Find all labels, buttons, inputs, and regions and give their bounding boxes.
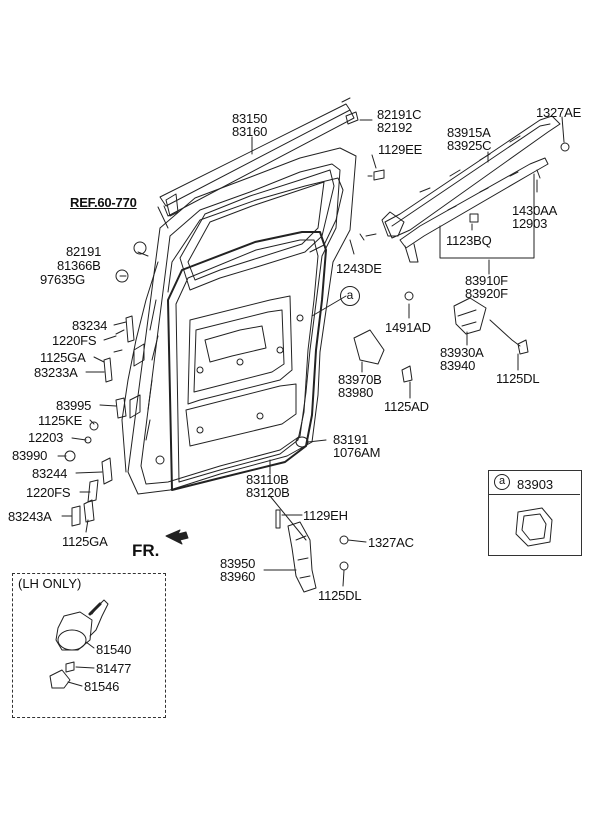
part-1129eh: 1129EH bbox=[303, 508, 348, 523]
legend-callout-a: a bbox=[494, 474, 510, 490]
legend-header bbox=[488, 470, 580, 495]
part-1125ke: 1125KE bbox=[38, 413, 83, 428]
part-83160: 83160 bbox=[232, 124, 268, 139]
grommet-82191 bbox=[133, 241, 147, 255]
part-81366b: 81366B bbox=[57, 258, 101, 273]
pin-1243de bbox=[359, 233, 377, 241]
legend-box bbox=[488, 470, 582, 556]
part-83120b: 83120B bbox=[246, 485, 290, 500]
part-1125ga-upper: 1125GA bbox=[40, 350, 86, 365]
roller-arm-83930a bbox=[404, 291, 529, 355]
part-1327ac: 1327AC bbox=[368, 535, 414, 550]
part-97635g: 97635G bbox=[40, 272, 86, 287]
part-83150: 83150 bbox=[232, 111, 268, 126]
part-83960: 83960 bbox=[220, 569, 256, 584]
part-1125ad: 1125AD bbox=[384, 399, 429, 414]
callout-a-marker: a bbox=[340, 286, 360, 306]
part-1125dl-upper: 1125DL bbox=[496, 371, 540, 386]
lower-rail bbox=[399, 157, 549, 263]
part-81477: 81477 bbox=[96, 661, 132, 676]
part-81546: 81546 bbox=[84, 679, 120, 694]
part-83930a: 83930A bbox=[440, 345, 484, 360]
part-82191: 82191 bbox=[66, 244, 102, 259]
part-1123bq: 1123BQ bbox=[446, 233, 492, 248]
leader-lines bbox=[57, 116, 565, 587]
bracket-83970b bbox=[353, 329, 413, 383]
part-1491ad: 1491AD bbox=[385, 320, 431, 335]
latch-side-parts bbox=[64, 315, 135, 527]
part-1327ae: 1327AE bbox=[536, 105, 582, 120]
part-83920f: 83920F bbox=[465, 286, 508, 301]
grommet-97635g bbox=[115, 269, 129, 283]
part-83995: 83995 bbox=[56, 398, 92, 413]
part-1076am: 1076AM bbox=[333, 445, 381, 460]
screw-1327ae bbox=[560, 142, 570, 152]
bolt-1123bq bbox=[469, 213, 479, 223]
part-12903: 12903 bbox=[512, 216, 548, 231]
bolt-1430aa bbox=[536, 169, 541, 179]
part-83990: 83990 bbox=[12, 448, 48, 463]
bolt-1129ee bbox=[367, 169, 385, 181]
part-1220fs-upper: 1220FS bbox=[52, 333, 97, 348]
front-arrow-icon bbox=[165, 529, 189, 545]
part-83970b: 83970B bbox=[338, 372, 382, 387]
part-1243de: 1243DE bbox=[336, 261, 382, 276]
lh-only-title: (LH ONLY) bbox=[18, 576, 82, 591]
front-direction-label: FR. bbox=[132, 541, 160, 560]
lh-only-box bbox=[12, 573, 166, 718]
part-83234: 83234 bbox=[72, 318, 108, 333]
part-1220fs-lower: 1220FS bbox=[26, 485, 71, 500]
part-83233a: 83233A bbox=[34, 365, 78, 380]
part-83980: 83980 bbox=[338, 385, 374, 400]
part-82191c: 82191C bbox=[377, 107, 422, 122]
part-12203: 12203 bbox=[28, 430, 64, 445]
part-1125ga-lower: 1125GA bbox=[62, 534, 108, 549]
part-1129ee: 1129EE bbox=[378, 142, 423, 157]
seal-83903-icon bbox=[515, 507, 553, 547]
part-1430aa: 1430AA bbox=[512, 203, 558, 218]
part-83940: 83940 bbox=[440, 358, 476, 373]
part-82192: 82192 bbox=[377, 120, 413, 135]
part-83244: 83244 bbox=[32, 466, 68, 481]
legend-part-83903: 83903 bbox=[517, 477, 554, 492]
part-83950: 83950 bbox=[220, 556, 256, 571]
part-83915a: 83915A bbox=[447, 125, 491, 140]
upper-rail bbox=[381, 115, 561, 239]
lh-only-parts bbox=[49, 599, 109, 689]
part-83925c: 83925C bbox=[447, 138, 492, 153]
part-83110b: 83110B bbox=[246, 472, 289, 487]
part-83191: 83191 bbox=[333, 432, 369, 447]
reference-link: REF.60-770 bbox=[70, 195, 137, 210]
part-81540: 81540 bbox=[96, 642, 132, 657]
part-83910f: 83910F bbox=[465, 273, 508, 288]
clip-82191c bbox=[345, 111, 359, 125]
part-1125dl-lower: 1125DL bbox=[318, 588, 362, 603]
part-83243a: 83243A bbox=[8, 509, 52, 524]
door-panel bbox=[121, 147, 357, 495]
